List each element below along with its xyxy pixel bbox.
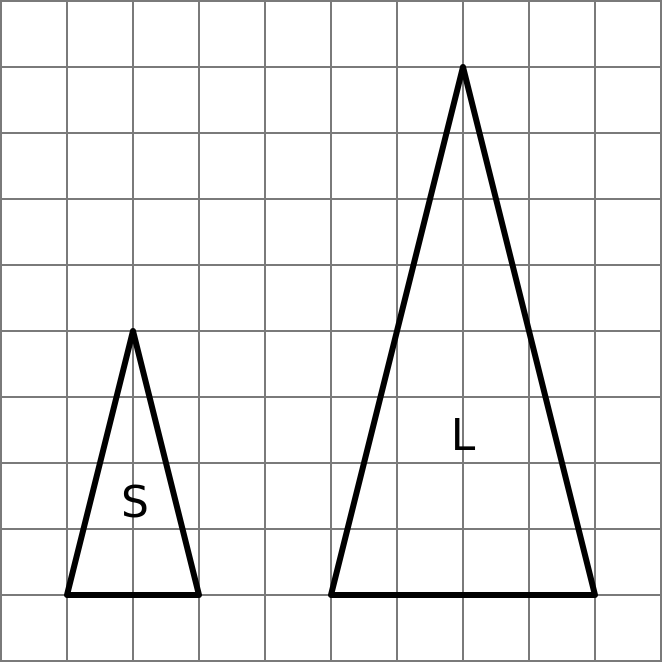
triangle-l-outline xyxy=(328,64,598,598)
triangle-l: L xyxy=(328,64,598,598)
triangle-l-label: L xyxy=(451,410,476,461)
triangle-s: S xyxy=(64,328,202,598)
triangle-s-outline xyxy=(64,328,202,598)
triangle-s-label: S xyxy=(121,477,149,528)
